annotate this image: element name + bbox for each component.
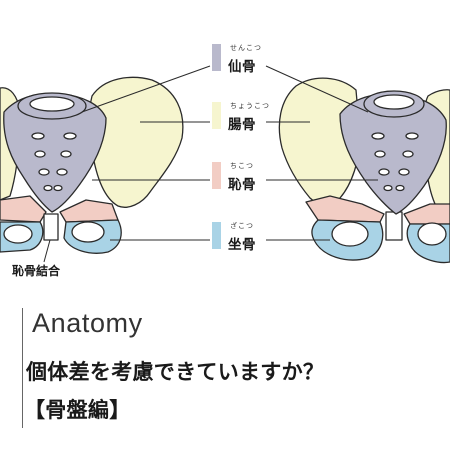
leader-sacrum-right — [265, 65, 369, 113]
sacrum-label: 仙骨 — [228, 59, 256, 75]
pubic-symphysis-label: 恥骨結合 — [12, 264, 61, 278]
pubis-swatch — [212, 162, 221, 189]
left-pelvis-pubis-left — [0, 195, 47, 223]
pelvis-left — [0, 76, 184, 254]
ilium-label: 腸骨 — [228, 117, 256, 133]
left-pubic-symphysis — [43, 213, 59, 241]
left-obturator-foramen-right — [71, 221, 105, 243]
article-text-block: Anatomy 個体差を考慮できていますか？ 【骨盤編】 — [22, 308, 442, 436]
legend-pubis: ちこつ 恥骨 — [200, 162, 310, 196]
pelvis-anatomy-figure — [0, 65, 450, 264]
sacrum-ruby: せんこつ — [230, 44, 262, 52]
leader-symphysis — [43, 239, 51, 263]
leader-lines — [43, 65, 378, 263]
pelvis-right — [278, 77, 450, 264]
left-sacral-canal — [29, 96, 75, 112]
ilium-swatch — [212, 102, 221, 129]
accent-bar — [22, 308, 23, 428]
pubis-ruby: ちこつ — [230, 162, 254, 170]
right-sacral-canal — [373, 94, 415, 110]
right-obturator-foramen-left — [331, 221, 369, 247]
sacrum-swatch — [212, 44, 221, 71]
ischium-swatch — [212, 222, 221, 249]
left-pelvis-pubis-right — [59, 199, 119, 223]
ilium-ruby: ちょうこつ — [230, 102, 270, 110]
pubis-label: 恥骨 — [228, 177, 256, 193]
legend-ischium: ざこつ 坐骨 — [200, 222, 310, 256]
ischium-label: 坐骨 — [228, 237, 256, 253]
legend-ilium: ちょうこつ 腸骨 — [200, 102, 310, 136]
ischium-ruby: ざこつ — [230, 222, 254, 230]
right-obturator-foramen-right — [417, 222, 447, 246]
left-pelvis-ilium-right — [89, 76, 184, 208]
headline-line-2: 【骨盤編】 — [24, 398, 131, 422]
legend-sacrum: せんこつ 仙骨 — [200, 44, 310, 78]
category-label: Anatomy — [32, 308, 143, 338]
headline-line-1: 個体差を考慮できていますか？ — [26, 360, 325, 384]
right-pelvis-pubis-right — [403, 203, 450, 225]
right-pelvis-pubis-left — [305, 195, 385, 223]
left-obturator-foramen-left — [3, 224, 33, 244]
right-pubic-symphysis — [385, 211, 403, 241]
leader-sacrum-left — [81, 65, 211, 113]
